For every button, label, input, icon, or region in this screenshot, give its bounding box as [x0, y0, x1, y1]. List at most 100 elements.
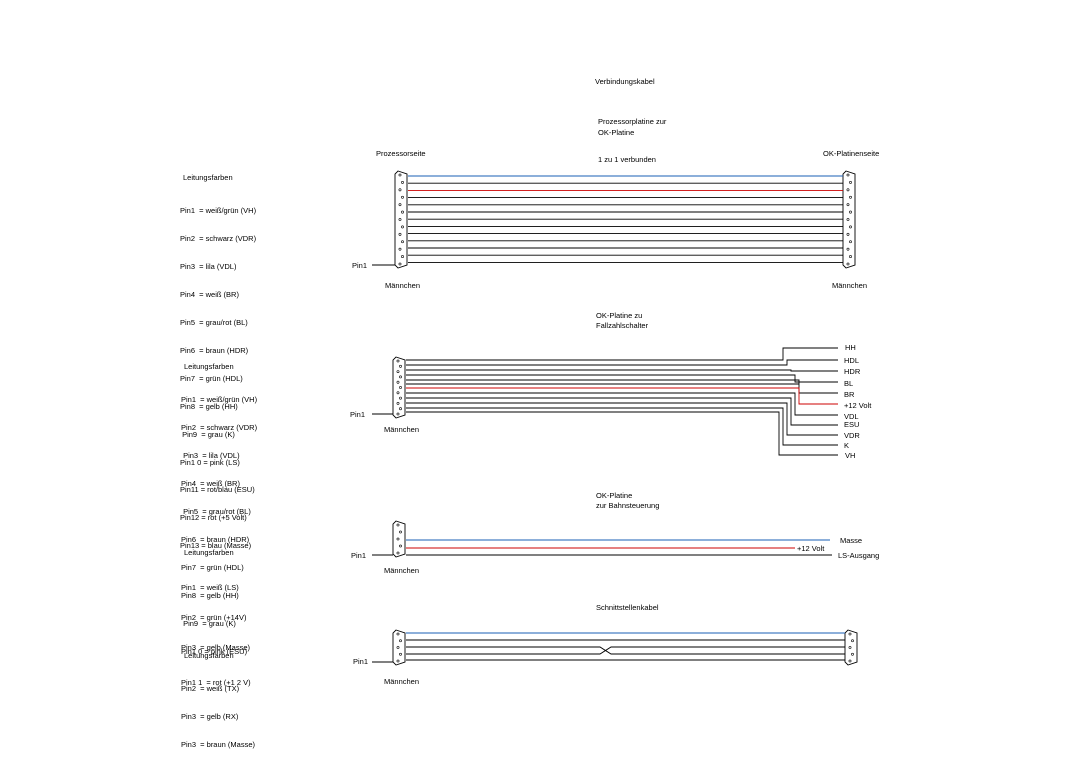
section1-title-line1: Prozessorplatine zur [598, 117, 667, 126]
output-label-masse: Masse [840, 536, 863, 545]
section3-connector-label: Männchen [384, 566, 420, 575]
connector-pin [396, 646, 400, 649]
section1-left-label: Prozessorseite [376, 149, 426, 158]
connector-pin [848, 646, 852, 649]
connector-pin [849, 181, 852, 184]
section4-title: Schnittstellenkabel [596, 603, 659, 612]
wire-section2 [406, 387, 838, 405]
connector-pin [396, 523, 400, 527]
section1-right-label: OK-Platinenseite [823, 149, 880, 158]
section1-title-line2: OK-Platine [598, 128, 635, 137]
section1-left-connector-label: Männchen [385, 281, 421, 290]
connector-pin [846, 173, 850, 177]
legend-item: Pin2 = grün (+14V) [181, 613, 247, 623]
connector-pin [399, 652, 402, 656]
connector-pin [399, 407, 402, 411]
section3-title-line1: OK-Platine [596, 491, 633, 500]
connector-pin [396, 551, 400, 555]
connector-pin [848, 659, 852, 663]
connector-pin [398, 262, 402, 266]
connector-pin [396, 391, 400, 395]
wire-section2 [406, 402, 838, 436]
output-label-vdl: VDL [844, 412, 859, 421]
connector-pin [851, 639, 854, 643]
connector-pin [401, 195, 404, 199]
connector-pin [849, 255, 852, 258]
legend-item: Pin1 = weiß/grün (VH) [180, 206, 257, 216]
wire-section2 [406, 397, 838, 426]
section4-connector-label: Männchen [384, 677, 420, 686]
connector-pin [396, 380, 400, 384]
wire-section2 [406, 392, 838, 416]
legend-item: Pin4 = weiß (BR) [180, 290, 239, 300]
connector-pin [398, 218, 402, 221]
wire-section4-crossed [406, 646, 845, 655]
connector-pin [398, 173, 402, 177]
connector-pin [396, 401, 400, 405]
output-label-esu: ESU [844, 420, 860, 429]
legend-item: Pin3 = lila (VDL) [180, 262, 237, 272]
connector-pin [846, 232, 850, 236]
connector-pin [401, 210, 404, 214]
connector-pin [399, 530, 402, 534]
connector-pin [396, 537, 400, 541]
legend-item: Pin4 = weiß (BR) [181, 479, 240, 489]
connector-pin [398, 247, 402, 251]
connector-pin [846, 188, 850, 192]
legend-item: Pin3 = gelb (RX) [181, 712, 239, 722]
connector-pin [399, 396, 402, 400]
output-label-hh: HH [845, 343, 856, 352]
connector-pin [398, 188, 402, 192]
section4-pin1-label: Pin1 [353, 657, 369, 666]
legend-item: Pin7 = grün (HDL) [180, 373, 243, 383]
connector-pin [399, 364, 402, 368]
legend-item: Pin2 = weiß (TX) [181, 684, 240, 694]
connector-pin [401, 255, 404, 258]
connector-pin [399, 639, 402, 643]
output-label-vh: VH [845, 451, 856, 460]
connector-pin [849, 225, 852, 229]
section1-middle-label: 1 zu 1 verbunden [598, 155, 656, 164]
connector-pin [851, 652, 854, 656]
legend-item: Pin3 = gelb (Masse) [181, 643, 250, 653]
connector-pin [396, 412, 400, 416]
legend-item: Pin2 = schwarz (VDR) [180, 234, 257, 244]
connector-pin [849, 195, 852, 199]
section3-pin1-label: Pin1 [351, 551, 367, 560]
output-label-ls-ausgang: LS-Ausgang [838, 551, 880, 560]
legend-item: Pin6 = braun (HDR) [180, 345, 249, 355]
section3-legend: Leitungsfarben Pin1 = weiß (LS) Pin2 = g… [181, 529, 250, 662]
connector-pin [396, 659, 400, 663]
page-title: Verbindungskabel [595, 77, 655, 86]
legend-item: Pin8 = gelb (HH) [180, 401, 238, 411]
section1-right-connector-label: Männchen [832, 281, 868, 290]
wire-section2 [406, 411, 838, 456]
section1-legend: Leitungsfarben Pin1 = weiß/grün (VH) Pin… [180, 154, 256, 560]
connector-pin [846, 203, 850, 207]
legend-item: Pin9 = grau (K) [180, 429, 235, 439]
connector-pin [396, 359, 400, 363]
output-label-12v: +12 Volt [797, 544, 825, 553]
wire-section2 [406, 374, 838, 383]
legend-item: Pin1 = weiß (LS) [181, 583, 239, 593]
connector-pin [396, 632, 400, 636]
connector-pin [398, 203, 402, 207]
connector-pin [401, 225, 404, 229]
legend-item: Pin9 = grau (K) [181, 618, 236, 628]
wire-section2 [406, 359, 838, 366]
connector-pin [401, 240, 404, 244]
section2-connector-label: Männchen [384, 425, 420, 434]
connector-pin [401, 181, 404, 184]
connector-pin [848, 632, 852, 636]
connector-pin [846, 247, 850, 251]
legend-item: Pin2 = schwarz (VDR) [181, 423, 258, 433]
connector-section2 [392, 356, 406, 419]
section3-title-line2: zur Bahnsteuerung [596, 501, 660, 510]
section2-legend: Leitungsfarben Pin1 = weiß/grün (VH) Pin… [181, 343, 257, 697]
connector-pin [846, 262, 850, 266]
output-label-hdr: HDR [844, 367, 861, 376]
connector-pin [846, 218, 850, 221]
connector-pin [399, 386, 402, 389]
connector-pin [398, 232, 402, 236]
